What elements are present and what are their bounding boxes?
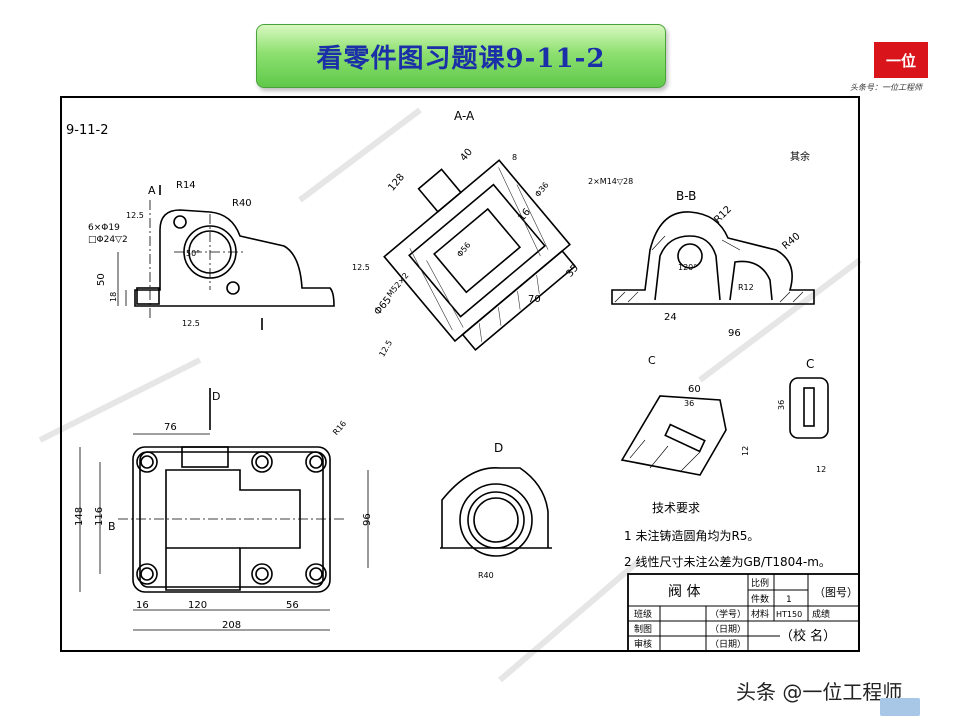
brand-logo: 一位 <box>874 42 928 78</box>
label-section-bb: B-B <box>676 189 696 203</box>
dim-120: 120 <box>188 600 207 611</box>
page-title: 看零件图习题课9-11-2 <box>316 43 606 74</box>
arrow-a: A <box>148 184 156 197</box>
dim-ra-b: 12.5 <box>352 263 370 272</box>
dim-r40c: R40 <box>780 231 802 252</box>
dim-70: 70 <box>528 294 541 305</box>
tb-class-label: 班级 <box>634 608 652 620</box>
title-block <box>627 573 860 652</box>
section-bb-view <box>611 211 815 305</box>
title-banner: 看零件图习题课9-11-2 <box>256 24 666 88</box>
view-d-local <box>440 467 552 557</box>
dim-12b: 12 <box>816 465 826 474</box>
tb-qty-label: 件数 <box>751 593 769 605</box>
watermark <box>38 107 862 683</box>
drawing-number: 9-11-2 <box>66 123 108 138</box>
dim-16b: 16 <box>516 207 533 224</box>
notes-line2: 2 线性尺寸未注公差为GB/T1804-m。 <box>624 554 831 569</box>
label-view-c: C <box>806 357 814 371</box>
dim-12: 12 <box>741 446 750 456</box>
label-section-aa: A-A <box>454 109 475 123</box>
logo-text: 一位 <box>885 51 916 70</box>
dim-96b: 96 <box>728 328 741 339</box>
dim-thread: 2×M14▽28 <box>588 177 633 186</box>
dim-76: 76 <box>164 422 177 433</box>
nav-button[interactable] <box>880 698 920 716</box>
dim-36c: 36 <box>684 399 694 408</box>
dim-r40: R40 <box>232 198 252 209</box>
dim-r40b: R40 <box>478 571 494 580</box>
dim-148: 148 <box>74 507 85 526</box>
tb-scale-label: 比例 <box>751 577 769 589</box>
tb-part-name: 阀 体 <box>668 584 700 600</box>
notes-heading: 技术要求 <box>652 501 700 515</box>
dim-ra-d: 12.5 <box>182 319 200 328</box>
dim-ra-a: 12.5 <box>126 211 144 220</box>
dim-120deg: 120° <box>678 263 697 272</box>
arrow-d: D <box>212 390 220 403</box>
dim-24: 24 <box>664 312 677 323</box>
logo-subtitle: 头条号：一位工程师 <box>850 83 922 92</box>
dim-56: 56 <box>286 600 299 611</box>
dim-128: 128 <box>386 172 407 194</box>
arrow-b: B <box>108 520 116 533</box>
dim-r14: R14 <box>176 180 196 191</box>
dim-ra-c: 12.5 <box>377 339 394 359</box>
view-c-section <box>620 377 829 476</box>
dim-angle-50: 50° <box>186 249 200 258</box>
technical-notes: 技术要求 1 未注铸造圆角均为R5。 2 线性尺寸未注公差为GB/T1804-m… <box>624 501 831 569</box>
tb-school: （校 名） <box>780 628 836 644</box>
dim-8: 8 <box>512 153 517 162</box>
dim-18: 18 <box>109 292 118 302</box>
label-view-d: D <box>494 441 503 455</box>
arrow-c: C <box>648 354 656 367</box>
section-aa-view <box>383 159 577 351</box>
dim-96: 96 <box>362 513 373 526</box>
tb-date1: （日期） <box>710 624 746 635</box>
tb-grade-label: 成绩 <box>812 608 830 620</box>
dim-40: 40 <box>458 147 475 164</box>
dim-16: 16 <box>136 600 149 611</box>
tb-drawing-no: （图号） <box>814 586 858 599</box>
front-view <box>117 185 335 330</box>
dim-phi36: Φ36 <box>533 181 550 199</box>
tb-check-label: 审核 <box>634 638 652 650</box>
tb-student-no: （学号） <box>710 608 746 620</box>
dim-208: 208 <box>222 620 241 631</box>
dim-35: 35 <box>564 263 581 280</box>
dim-50: 50 <box>96 273 107 286</box>
notes-line1: 1 未注铸造圆角均为R5。 <box>624 528 759 543</box>
dim-116: 116 <box>94 507 105 526</box>
dim-r12b: R12 <box>738 283 754 292</box>
dim-phi56: Φ56 <box>455 241 472 259</box>
dim-r16: R16 <box>331 419 348 437</box>
dim-cbore: □Φ24▽2 <box>88 235 128 245</box>
dim-60: 60 <box>688 384 701 395</box>
title-block-text: 阀 体 比例 件数 1 （图号） 材料 HT150 成绩 班级 （学号） 制图 … <box>634 577 858 650</box>
dim-m52: M52×2 <box>385 271 410 299</box>
tb-material-value: HT150 <box>776 610 802 619</box>
drawing-frame <box>60 96 860 652</box>
dim-holes: 6×Φ19 <box>88 223 120 233</box>
tb-qty-value: 1 <box>786 595 792 605</box>
tb-material-label: 材料 <box>751 608 769 620</box>
tb-drawn-label: 制图 <box>634 623 652 635</box>
rest-roughness: 其余 <box>790 150 810 163</box>
tb-date2: （日期） <box>710 639 746 650</box>
dim-36d: 36 <box>777 400 786 410</box>
footer-brand: 头条 @一位工程师 <box>736 680 903 704</box>
view-d-plan <box>79 388 369 631</box>
dim-r12: R12 <box>712 204 734 226</box>
